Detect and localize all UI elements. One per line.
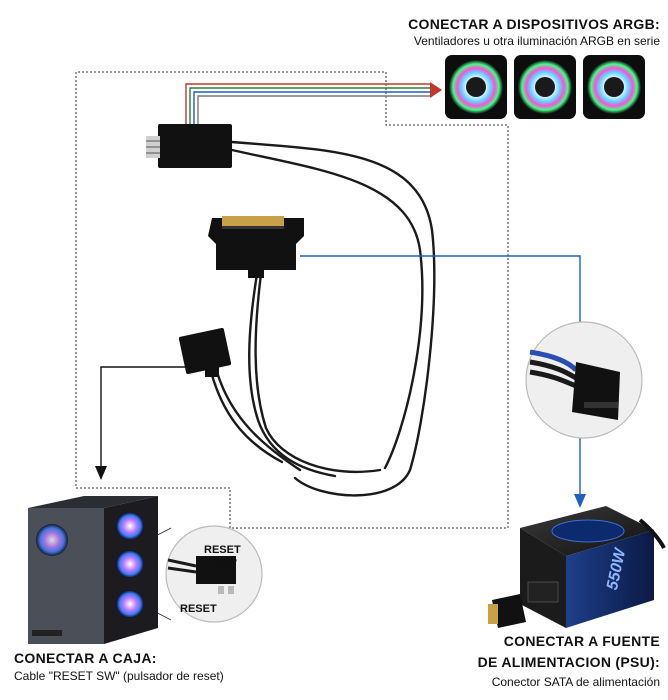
pc-case — [28, 496, 158, 644]
argb-arrow — [185, 82, 442, 124]
reset-sw-label-line2: SW — [219, 558, 237, 570]
argb-title: CONECTAR A DISPOSITIVOS ARGB: — [408, 16, 660, 32]
reset-label-bottom: RESET — [180, 603, 217, 615]
psu-unit — [488, 506, 666, 628]
dotted-outline — [75, 71, 509, 529]
sata-zoom-circle — [525, 321, 643, 439]
reset-sw-label-line1: RESET — [204, 544, 241, 556]
argb-fan-2 — [514, 55, 576, 119]
cable-bundle — [210, 140, 436, 497]
case-arrow — [95, 366, 187, 480]
argb-header-connector — [146, 124, 232, 168]
argb-subtitle: Ventiladores u otra iluminación ARGB en … — [413, 34, 660, 48]
reset-sw-connector — [178, 328, 232, 377]
psu-title-line2: DE ALIMENTACION (PSU): — [477, 654, 660, 670]
psu-subtitle: Conector SATA de alimentación — [491, 675, 660, 689]
argb-fans — [445, 55, 645, 119]
sata-connector — [208, 216, 304, 278]
argb-fan-1 — [445, 55, 507, 119]
argb-fan-3 — [583, 55, 645, 119]
case-subtitle: Cable "RESET SW" (pulsador de reset) — [14, 669, 224, 683]
case-title: CONECTAR A CAJA: — [14, 650, 157, 666]
psu-title-line1: CONECTAR A FUENTE — [503, 633, 660, 649]
